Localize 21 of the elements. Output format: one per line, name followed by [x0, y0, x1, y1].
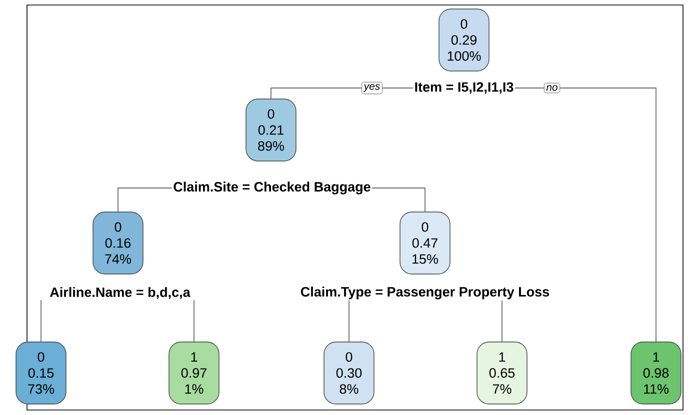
tree-branch	[514, 88, 656, 342]
tree-branch	[270, 88, 414, 99]
tree-node: 0 0.47 15%	[400, 212, 450, 274]
tree-node: 0 0.16 74%	[92, 212, 144, 274]
edge-label: no	[544, 82, 560, 94]
tree-branch	[118, 188, 172, 212]
tree-node: 0 0.21 89%	[246, 98, 296, 162]
tree-node: 0 0.29 100%	[438, 8, 490, 72]
split-label: Item = I5,I2,I1,I3	[415, 82, 514, 94]
split-label: Claim.Type = Passenger Property Loss	[300, 286, 550, 300]
tree-branch	[348, 300, 350, 342]
tree-branch	[372, 188, 426, 212]
tree-branch	[40, 300, 42, 342]
tree-node: 0 0.15 73%	[16, 342, 66, 404]
split-label: Airline.Name = b,d,c,a	[50, 287, 190, 299]
tree-node: 0 0.30 8%	[324, 342, 374, 404]
tree-node: 1 0.65 7%	[476, 342, 528, 404]
edge-label: yes	[362, 82, 382, 94]
split-label: Claim.Site = Checked Baggage	[174, 182, 370, 194]
tree-node: 1 0.98 11%	[630, 342, 682, 404]
tree-node: 1 0.97 1%	[168, 342, 220, 404]
